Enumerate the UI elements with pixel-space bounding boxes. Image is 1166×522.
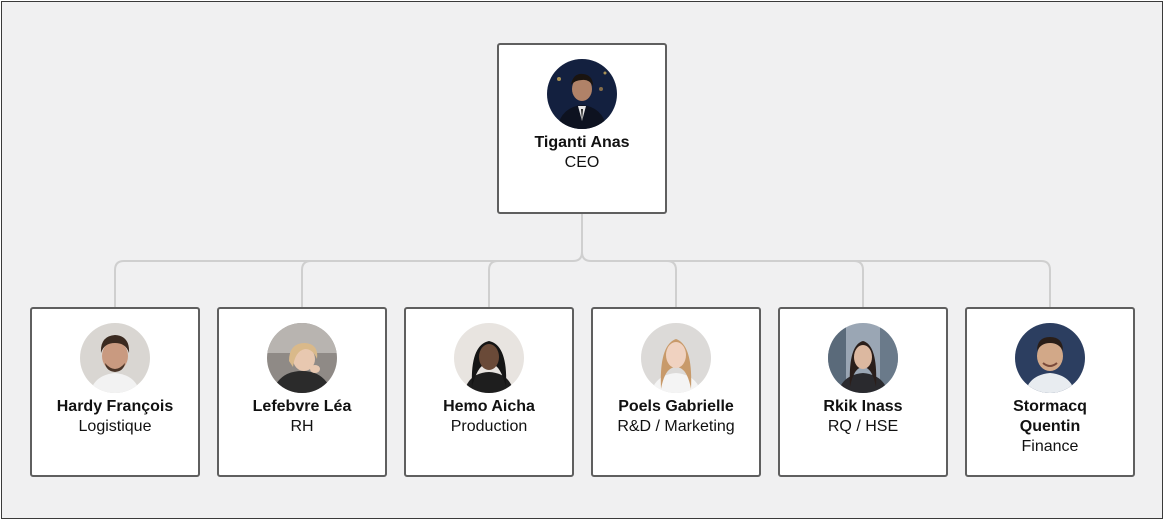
avatar-stormacq	[1015, 323, 1085, 393]
report-role: RQ / HSE	[827, 418, 899, 435]
report-name: Hemo Aicha	[443, 398, 535, 415]
report-name: Rkik Inass	[823, 398, 903, 415]
report-role: RH	[290, 418, 314, 435]
org-card-lefebvre[interactable]: Lefebvre Léa RH	[217, 307, 387, 477]
connector-branch-right	[581, 251, 1051, 307]
report-role: Finance	[1021, 438, 1079, 455]
report-name: Lefebvre Léa	[252, 398, 352, 415]
org-card-hemo[interactable]: Hemo Aicha Production	[404, 307, 574, 477]
org-card-stormacq[interactable]: Stormacq Quentin Finance	[965, 307, 1135, 477]
report-name: Poels Gabrielle	[618, 398, 734, 415]
org-card-hardy[interactable]: Hardy François Logistique	[30, 307, 200, 477]
report-role: Logistique	[78, 418, 152, 435]
org-card-rkik[interactable]: Rkik Inass RQ / HSE	[778, 307, 948, 477]
connector-to-hemo	[488, 260, 499, 307]
avatar-ceo	[547, 59, 617, 129]
report-name: Stormacq Quentin	[1013, 398, 1087, 435]
avatar-rkik	[828, 323, 898, 393]
ceo-name: Tiganti Anas	[534, 134, 630, 151]
connector-to-poels	[666, 260, 677, 307]
report-name: Hardy François	[56, 398, 174, 415]
ceo-role: CEO	[564, 154, 600, 171]
avatar-lefebvre	[267, 323, 337, 393]
connector-to-lefebvre	[301, 260, 312, 307]
org-card-poels[interactable]: Poels Gabrielle R&D / Marketing	[591, 307, 761, 477]
report-role: R&D / Marketing	[617, 418, 735, 435]
avatar-hemo	[454, 323, 524, 393]
org-card-ceo[interactable]: Tiganti Anas CEO	[497, 43, 667, 214]
connector-branch-left	[114, 251, 583, 307]
connector-to-rkik	[853, 260, 864, 307]
avatar-poels	[641, 323, 711, 393]
avatar-hardy	[80, 323, 150, 393]
report-role: Production	[450, 418, 528, 435]
